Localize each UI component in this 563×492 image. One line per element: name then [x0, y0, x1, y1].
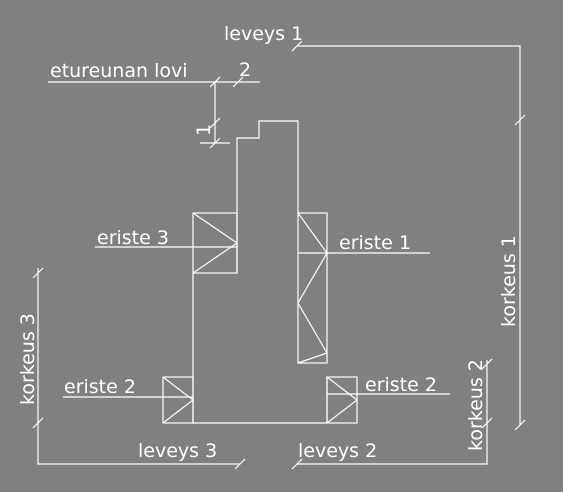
leveys3-label: leveys 3 — [138, 440, 217, 462]
eriste3-insulation: eriste 3 — [95, 212, 239, 274]
korkeus3-label: korkeus 3 — [17, 313, 39, 405]
leveys2-dimension: leveys 2 — [291, 358, 493, 470]
lovi-dim2-label: 2 — [239, 59, 251, 81]
eriste2-right-insulation: eriste 2 — [326, 374, 450, 424]
etureunan-lovi-dimension: etureunan lovi 2 1 — [48, 59, 260, 149]
korkeus2-label: korkeus 2 — [465, 359, 487, 451]
lovi-dim1-label: 1 — [193, 124, 215, 136]
korkeus3-dimension: korkeus 3 — [17, 267, 246, 470]
eriste1-label: eriste 1 — [339, 232, 411, 254]
etureunan-lovi-label: etureunan lovi — [50, 60, 188, 82]
eriste2-left-insulation: eriste 2 — [63, 376, 194, 424]
leveys1-dimension: leveys 1 — [224, 23, 526, 431]
eriste1-insulation: eriste 1 — [297, 212, 430, 364]
frame-profile — [192, 120, 328, 424]
eriste3-label: eriste 3 — [97, 227, 169, 249]
eriste2-right-label: eriste 2 — [365, 374, 437, 396]
leveys1-label: leveys 1 — [224, 23, 303, 45]
korkeus1-label: korkeus 1 — [498, 235, 520, 327]
eriste2-left-label: eriste 2 — [64, 376, 136, 398]
leveys2-label: leveys 2 — [298, 440, 377, 462]
